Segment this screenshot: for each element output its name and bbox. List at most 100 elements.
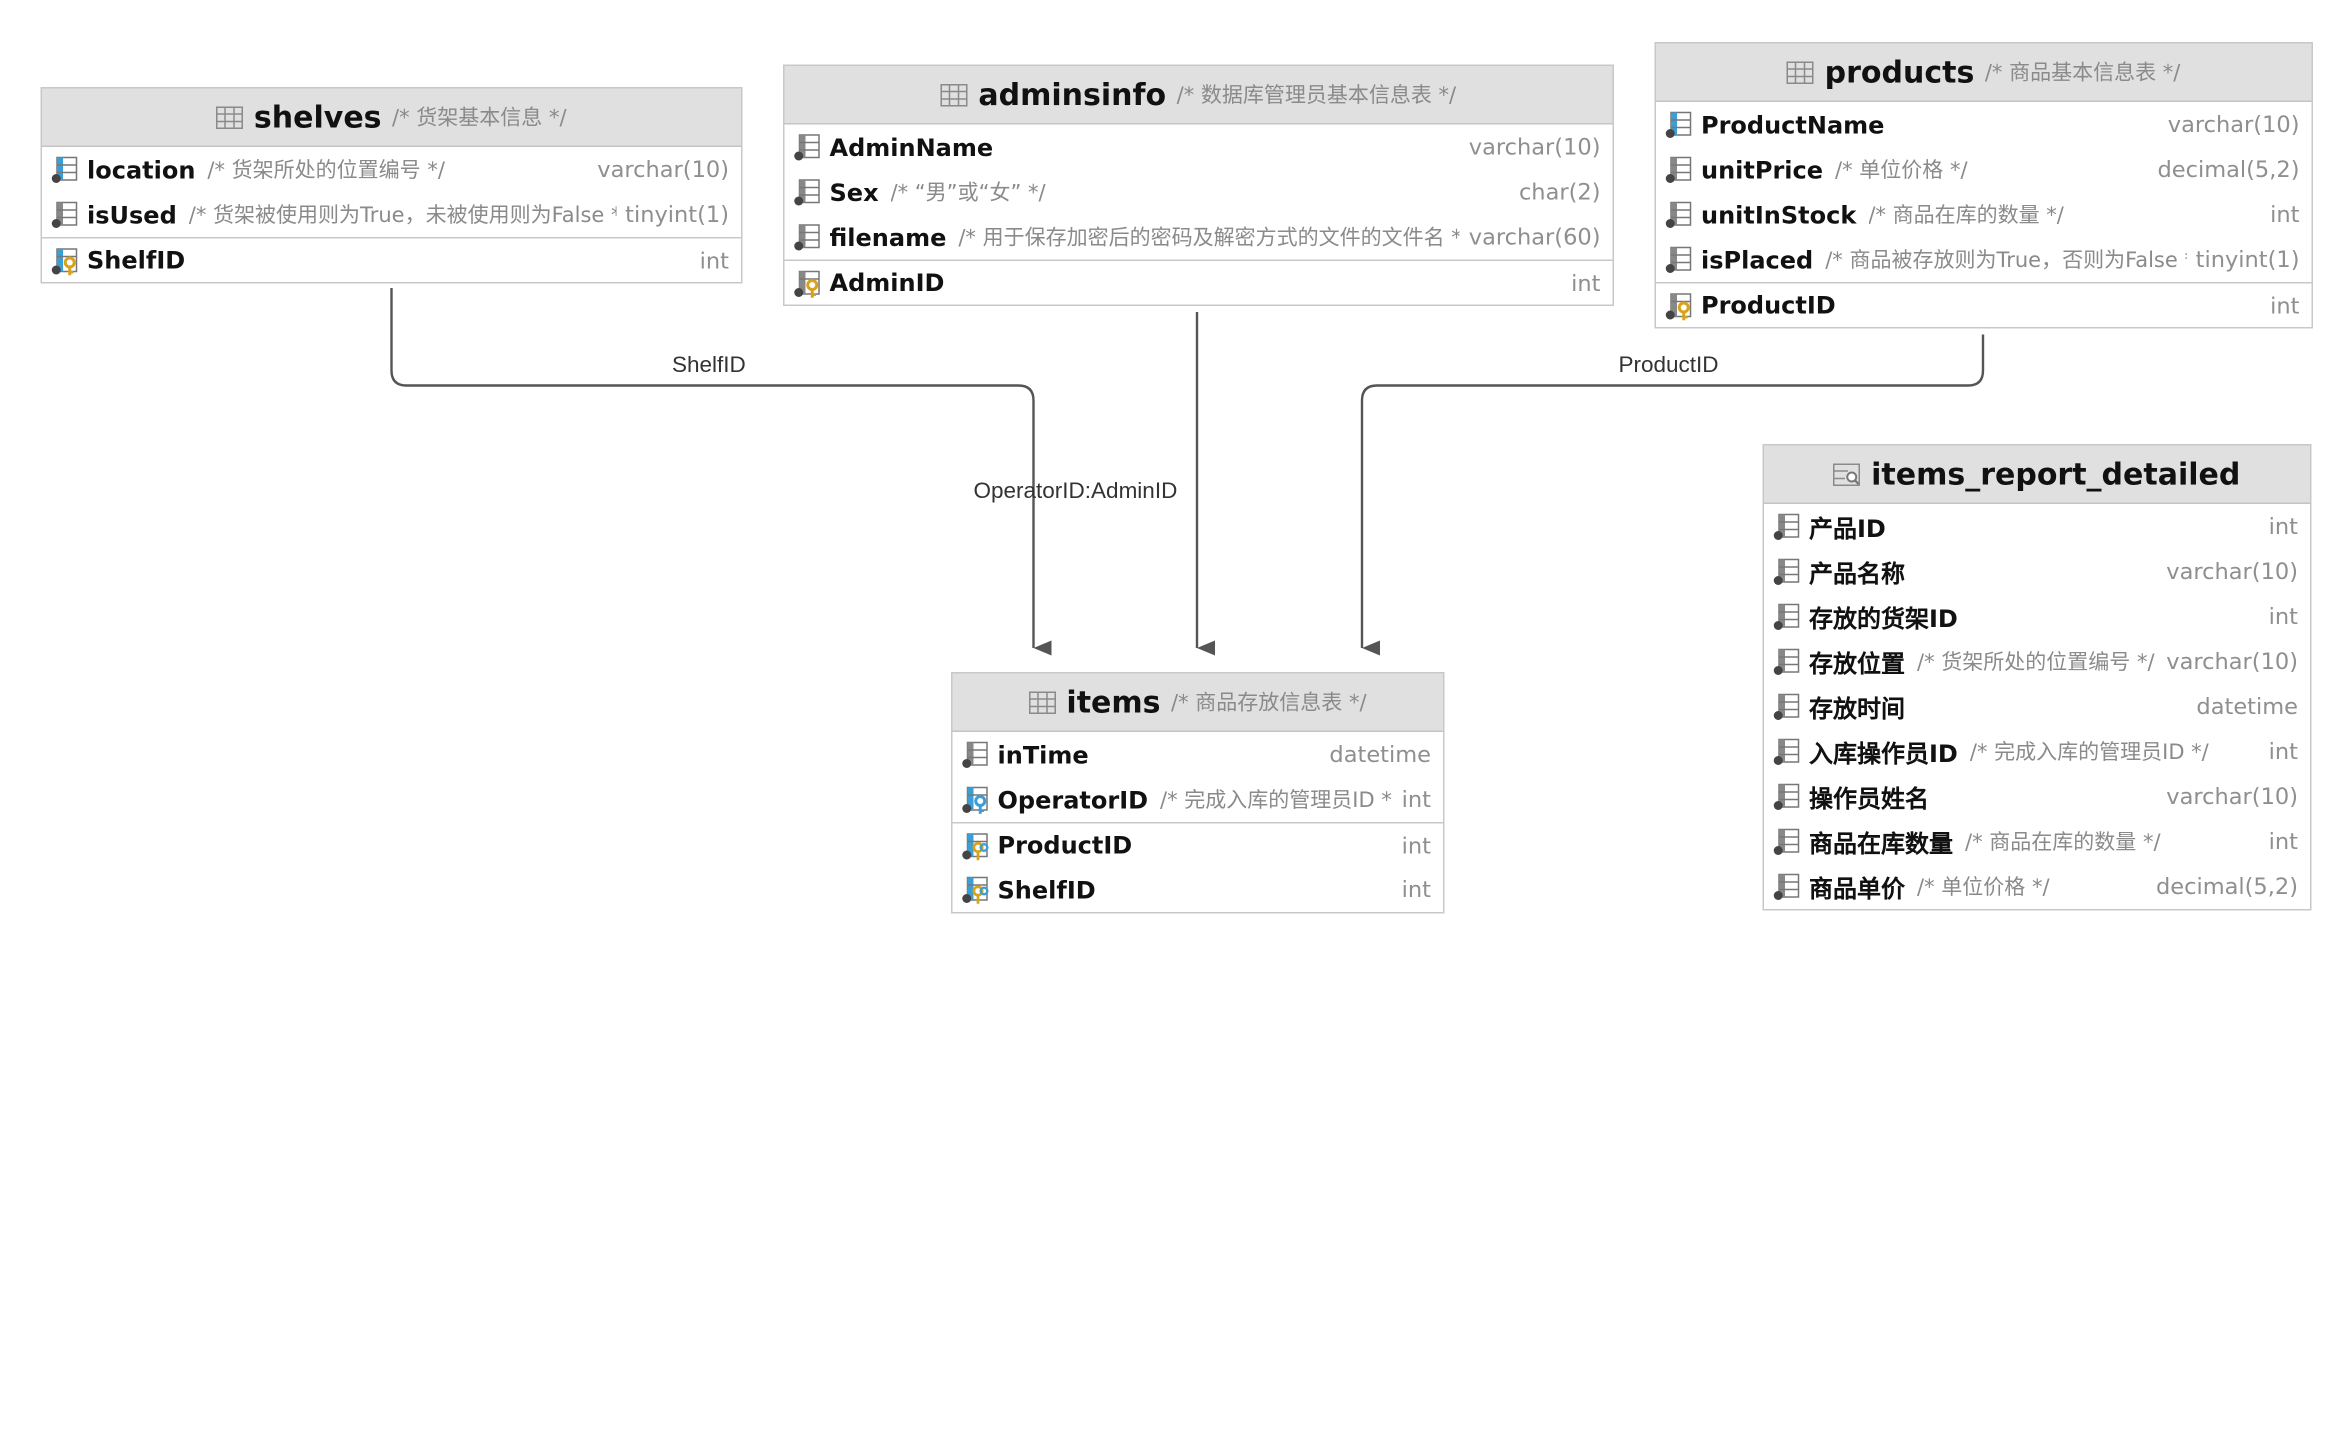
column-row[interactable]: OperatorID /* 完成入库的管理员ID */ int xyxy=(953,777,1444,822)
table-comment: /* 商品存放信息表 */ xyxy=(1171,691,1367,716)
view-items-report-detailed[interactable]: items_report_detailed 产品ID int 产品名称 varc… xyxy=(1762,444,2312,911)
column-type: varchar(10) xyxy=(2166,558,2298,585)
table-header[interactable]: items /* 商品存放信息表 */ xyxy=(952,673,1443,732)
column-icon xyxy=(794,134,820,161)
column-name: AdminName xyxy=(829,132,994,162)
key-column-row[interactable]: ProductID int xyxy=(1656,282,2312,327)
column-comment: /* 商品在库的数量 */ xyxy=(1965,831,2161,855)
column-name: 产品ID xyxy=(1809,514,1886,544)
column-type: datetime xyxy=(1329,741,1431,768)
table-adminsinfo[interactable]: adminsinfo /* 数据库管理员基本信息表 */ AdminName v… xyxy=(783,64,1614,306)
column-type: varchar(10) xyxy=(1468,133,1601,161)
column-icon xyxy=(51,156,78,183)
column-row[interactable]: inTime datetime xyxy=(953,732,1444,777)
column-type: varchar(10) xyxy=(2167,111,2300,138)
column-comment: /* 货架所处的位置编号 */ xyxy=(207,159,445,183)
column-row[interactable]: 存放的货架ID int xyxy=(1764,594,2310,639)
column-type: int xyxy=(1571,269,1601,297)
column-type: decimal(5,2) xyxy=(2155,873,2298,900)
column-name: AdminID xyxy=(829,268,945,298)
column-type: int xyxy=(1401,831,1431,859)
column-type: decimal(5,2) xyxy=(2157,156,2300,183)
table-header[interactable]: products /* 商品基本信息表 */ xyxy=(1656,43,2312,102)
key-column-row[interactable]: ShelfID int xyxy=(42,237,741,282)
column-icon xyxy=(794,224,820,251)
column-row[interactable]: 产品名称 varchar(10) xyxy=(1764,549,2310,594)
column-type: int xyxy=(1401,876,1431,903)
column-row[interactable]: Sex /* “男”或“女” */ char(2) xyxy=(785,170,1613,215)
column-type: char(2) xyxy=(1518,178,1601,206)
column-row[interactable]: isUsed /* 货架被使用则为True，未被使用则为False */ tin… xyxy=(42,192,741,237)
key-column-row[interactable]: ProductID int xyxy=(952,822,1443,867)
table-name: products xyxy=(1824,54,1975,90)
column-icon xyxy=(962,741,988,768)
column-row[interactable]: 商品单价 /* 单位价格 */ decimal(5,2) xyxy=(1764,864,2310,909)
column-icon xyxy=(1773,738,1800,765)
column-name: 存放时间 xyxy=(1809,694,1906,724)
table-header[interactable]: adminsinfo /* 数据库管理员基本信息表 */ xyxy=(784,66,1613,125)
column-name: 存放位置 xyxy=(1809,649,1906,679)
column-row[interactable]: AdminName varchar(10) xyxy=(785,125,1613,170)
column-row[interactable]: 入库操作员ID /* 完成入库的管理员ID */ int xyxy=(1764,729,2310,774)
column-name: OperatorID xyxy=(997,785,1149,814)
column-type: int xyxy=(2268,603,2298,630)
column-comment: /* 完成入库的管理员ID */ xyxy=(1969,741,2209,765)
table-header[interactable]: shelves /* 货架基本信息 */ xyxy=(42,88,741,147)
table-icon xyxy=(1028,690,1056,714)
column-comment: /* 单位价格 */ xyxy=(1917,876,2050,900)
column-type: varchar(10) xyxy=(2166,648,2298,675)
column-row[interactable]: filename /* 用于保存加密后的密码及解密方式的文件的文件名 */ va… xyxy=(785,215,1613,260)
table-comment: /* 数据库管理员基本信息表 */ xyxy=(1176,84,1457,108)
column-icon xyxy=(51,201,78,228)
primary-foreign-key-column-icon xyxy=(962,832,989,860)
column-name: 入库操作员ID xyxy=(1809,739,1958,769)
column-row[interactable]: 产品ID int xyxy=(1764,504,2310,549)
column-row[interactable]: ProductName varchar(10) xyxy=(1656,102,2312,147)
column-type: varchar(10) xyxy=(2166,783,2298,810)
table-comment: /* 货架基本信息 */ xyxy=(392,106,567,131)
column-row[interactable]: unitPrice /* 单位价格 */ decimal(5,2) xyxy=(1656,147,2312,192)
column-name: filename xyxy=(829,222,947,252)
column-row[interactable]: 操作员姓名 varchar(10) xyxy=(1764,774,2310,819)
column-comment: /* “男”或“女” */ xyxy=(890,181,1046,206)
column-row[interactable]: 存放位置 /* 货架所处的位置编号 */ varchar(10) xyxy=(1764,639,2310,684)
column-icon xyxy=(1665,246,1692,273)
key-column-row[interactable]: ShelfID int xyxy=(953,867,1444,912)
relation-label-shelfid: ShelfID xyxy=(672,352,746,378)
column-name: Sex xyxy=(829,177,879,207)
table-products[interactable]: products /* 商品基本信息表 */ ProductName varch… xyxy=(1654,42,2313,329)
column-row[interactable]: 商品在库数量 /* 商品在库的数量 */ int xyxy=(1764,819,2310,864)
table-header[interactable]: items_report_detailed xyxy=(1764,445,2310,504)
column-type: int xyxy=(699,246,729,274)
column-icon xyxy=(1773,558,1800,585)
column-row[interactable]: unitInStock /* 商品在库的数量 */ int xyxy=(1656,192,2312,237)
column-name: 产品名称 xyxy=(1809,559,1906,589)
column-comment: /* 货架被使用则为True，未被使用则为False */ xyxy=(188,204,617,228)
column-name: ProductID xyxy=(997,831,1133,860)
primary-key-column-icon xyxy=(794,270,820,297)
column-name: 商品单价 xyxy=(1809,874,1906,904)
column-comment: /* 用于保存加密后的密码及解密方式的文件的文件名 */ xyxy=(958,226,1460,251)
table-name: adminsinfo xyxy=(978,76,1167,113)
column-name: 操作员姓名 xyxy=(1809,784,1930,814)
column-type: varchar(10) xyxy=(597,156,729,183)
column-type: int xyxy=(2268,738,2298,765)
view-icon xyxy=(1833,462,1861,486)
column-row[interactable]: 存放时间 datetime xyxy=(1764,684,2310,729)
column-name: 商品在库数量 xyxy=(1809,829,1954,859)
column-icon xyxy=(1773,693,1800,720)
column-type: varchar(60) xyxy=(1468,223,1601,251)
column-icon xyxy=(1665,156,1692,183)
column-name: unitInStock xyxy=(1701,200,1857,229)
column-type: tinyint(1) xyxy=(2195,246,2300,273)
column-comment: /* 单位价格 */ xyxy=(1835,159,1968,183)
column-row[interactable]: location /* 货架所处的位置编号 */ varchar(10) xyxy=(42,147,741,192)
primary-key-column-icon xyxy=(1665,292,1692,320)
column-row[interactable]: isPlaced /* 商品被存放则为True，否则为False */ tiny… xyxy=(1656,237,2312,282)
column-name: ShelfID xyxy=(87,246,186,275)
table-shelves[interactable]: shelves /* 货架基本信息 */ location /* 货架所处的位置… xyxy=(40,87,743,284)
column-type: datetime xyxy=(2196,693,2298,720)
table-items[interactable]: items /* 商品存放信息表 */ inTime datetime Oper… xyxy=(951,672,1445,914)
key-column-row[interactable]: AdminID int xyxy=(784,259,1613,305)
